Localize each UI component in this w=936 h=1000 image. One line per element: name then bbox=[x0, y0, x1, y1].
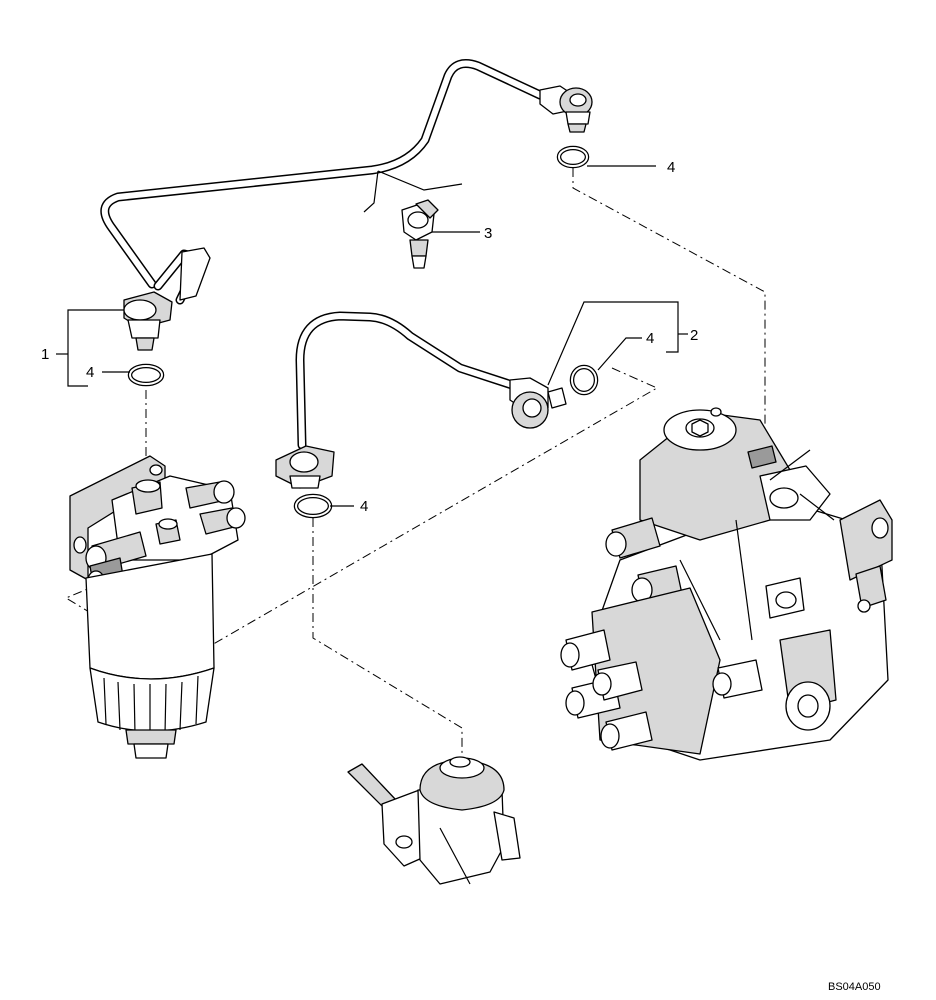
callout-item-4-top: 4 bbox=[667, 159, 675, 176]
centerline-lift-pump bbox=[312, 518, 463, 760]
callout-item-1: 1 bbox=[41, 346, 49, 363]
callout-item-3: 3 bbox=[484, 225, 492, 242]
upper-fuel-line bbox=[100, 59, 593, 351]
callout-leaders bbox=[56, 165, 688, 507]
tube-clip bbox=[363, 170, 463, 269]
lift-pump bbox=[347, 756, 521, 885]
callout-item-4-lower: 4 bbox=[360, 498, 368, 515]
injection-pump bbox=[560, 407, 893, 761]
centerline-top-fitting-to-pump bbox=[572, 168, 766, 432]
lower-fuel-line bbox=[275, 311, 567, 489]
callout-item-4-right: 4 bbox=[646, 330, 654, 347]
callout-labels: 1 2 3 4 4 4 4 bbox=[41, 159, 698, 515]
fuel-filter bbox=[69, 455, 246, 759]
callout-item-2: 2 bbox=[690, 327, 698, 344]
drawing-id: BS04A050 bbox=[828, 981, 881, 993]
sealing-washers bbox=[127, 145, 599, 519]
callout-item-4-left: 4 bbox=[86, 364, 94, 381]
